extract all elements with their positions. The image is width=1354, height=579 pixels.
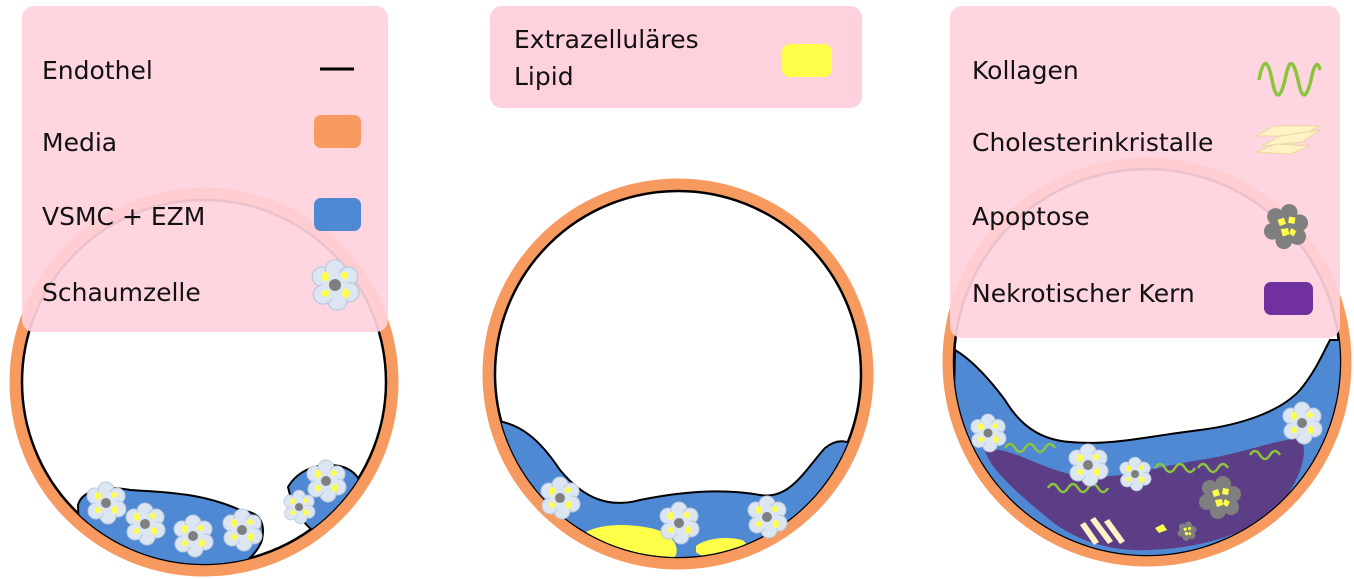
legend-label-kollagen: Kollagen (972, 56, 1079, 85)
legend-label-vsmc: VSMC + EZM (42, 202, 205, 231)
vsmc-swatch-icon (314, 198, 361, 231)
legend-right: Kollagen Cholesterinkristalle Apoptose N… (950, 6, 1340, 338)
legend-label-endothel: Endothel (42, 56, 153, 85)
artery-stage-2 (489, 185, 867, 570)
legend-label-lipid-line1: Extrazelluläres (514, 25, 699, 54)
legend-label-lipid-line2: Lipid (514, 62, 574, 91)
legend-label-apoptose: Apoptose (972, 202, 1090, 231)
legend-label-media: Media (42, 128, 117, 157)
legend-label-cholesterin: Cholesterinkristalle (972, 128, 1213, 157)
media-swatch-icon (314, 115, 361, 148)
legend-left: Endothel Media VSMC + EZM Schaumzelle (22, 6, 388, 332)
legend-label-nekrotisch: Nekrotischer Kern (972, 279, 1195, 308)
lipid-swatch-icon (782, 44, 832, 77)
necrotic-core-swatch-icon (1264, 282, 1313, 315)
legend-middle: Extrazelluläres Lipid (490, 6, 862, 108)
legend-label-schaumzelle: Schaumzelle (42, 278, 201, 307)
